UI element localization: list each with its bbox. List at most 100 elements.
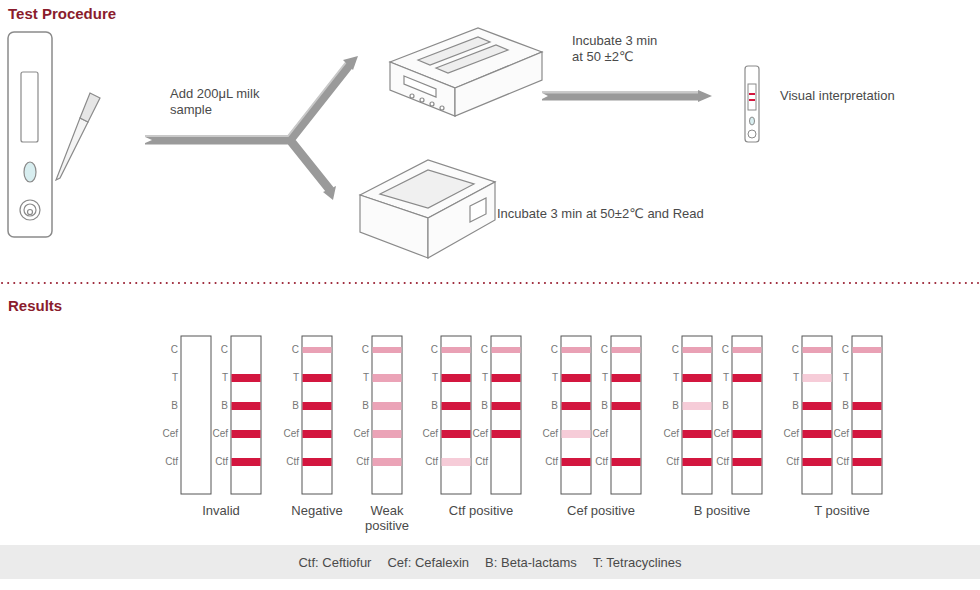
test-strip	[852, 336, 882, 494]
test-strip	[732, 336, 762, 494]
test-strip	[232, 374, 261, 382]
band-label: Cef	[649, 427, 679, 441]
flow-arrow	[145, 61, 347, 136]
band-label: B	[578, 399, 608, 413]
result-strip	[745, 66, 759, 142]
band-label: Cef	[769, 427, 799, 441]
band-label: Ctf	[578, 455, 608, 469]
result-caption: Cef positive	[546, 503, 656, 518]
band-label: B	[528, 399, 558, 413]
band-label: C	[339, 343, 369, 357]
band-label: T	[458, 371, 488, 385]
flow-arrow	[343, 56, 358, 70]
band-label: T	[148, 371, 178, 385]
band-label: C	[458, 343, 488, 357]
result-strip	[748, 130, 756, 138]
test-cassette	[21, 72, 38, 142]
test-strip	[853, 458, 882, 466]
test-strip	[303, 347, 332, 353]
test-strip	[303, 458, 332, 466]
test-strip	[733, 458, 762, 466]
band-label: Ctf	[269, 455, 299, 469]
test-strip	[561, 336, 591, 494]
step-label: Incubate 3 min at 50±2℃ and Read	[497, 206, 704, 222]
band-label: T	[769, 371, 799, 385]
test-strip	[683, 458, 712, 466]
test-strip	[492, 402, 521, 410]
band-label: C	[148, 343, 178, 357]
result-strip	[750, 117, 755, 125]
band-label: Cef	[458, 427, 488, 441]
test-strip	[802, 336, 832, 494]
test-strip	[231, 336, 261, 494]
incubator-device	[436, 45, 508, 73]
result-strip	[749, 99, 755, 101]
test-strip	[491, 336, 521, 494]
band-label: B	[269, 399, 299, 413]
result-caption: T positive	[787, 503, 897, 518]
band-label: C	[819, 343, 849, 357]
result-caption: Ctf positive	[426, 503, 536, 518]
legend-band: Ctf: CeftiofurCef: CefalexinB: Beta-lact…	[0, 545, 980, 579]
test-strip	[683, 347, 712, 353]
flow-arrow	[323, 186, 336, 200]
band-label: B	[769, 399, 799, 413]
legend-text: T: Tetracyclines	[593, 555, 682, 570]
band-label: Ctf	[699, 455, 729, 469]
legend-text: Cef: Cefalexin	[387, 555, 469, 570]
flow-arrow	[145, 64, 350, 190]
result-strips	[181, 336, 882, 494]
band-label: B	[458, 399, 488, 413]
band-label: C	[408, 343, 438, 357]
test-strip	[373, 347, 402, 353]
test-strip	[373, 402, 402, 410]
test-strip	[492, 430, 521, 438]
band-label: T	[699, 371, 729, 385]
test-strip	[441, 336, 471, 494]
test-strip	[442, 402, 471, 410]
band-label: C	[649, 343, 679, 357]
test-strip	[303, 430, 332, 438]
test-strip	[853, 430, 882, 438]
flow-arrow	[534, 89, 712, 103]
band-label: Cef	[699, 427, 729, 441]
incubator-device	[430, 102, 434, 106]
test-strip	[802, 336, 832, 494]
band-label: B	[198, 399, 228, 413]
test-strip	[561, 336, 591, 494]
result-caption: Negative	[262, 503, 372, 518]
test-cassette	[28, 210, 33, 215]
test-strip	[803, 402, 832, 410]
band-label: C	[699, 343, 729, 357]
band-label: Cef	[339, 427, 369, 441]
test-strip	[853, 347, 882, 353]
result-caption: B positive	[667, 503, 777, 518]
result-strip	[748, 84, 756, 110]
test-strip	[732, 336, 762, 494]
test-strip	[733, 347, 762, 353]
test-strip	[492, 374, 521, 382]
incubator-device	[404, 76, 436, 97]
band-label: Ctf	[769, 455, 799, 469]
test-strip	[733, 374, 762, 382]
flow-arrow	[136, 56, 358, 200]
incubator-device	[420, 98, 424, 102]
band-label: C	[198, 343, 228, 357]
step-label: Add 200μL milk sample	[170, 86, 265, 118]
test-strip	[442, 458, 471, 466]
band-label: Cef	[819, 427, 849, 441]
band-label: B	[339, 399, 369, 413]
legend-text: B: Beta-lactams	[485, 555, 577, 570]
reader-device	[380, 170, 474, 208]
band-label: Cef	[528, 427, 558, 441]
band-label: Ctf	[148, 455, 178, 469]
test-strip	[803, 458, 832, 466]
band-label: Cef	[269, 427, 299, 441]
test-strip	[373, 374, 402, 382]
flow-arrow	[534, 89, 548, 103]
dotted-separator	[2, 282, 978, 284]
band-label: Cef	[148, 427, 178, 441]
band-label: T	[528, 371, 558, 385]
band-label: C	[269, 343, 299, 357]
pipette-tip	[56, 118, 88, 180]
